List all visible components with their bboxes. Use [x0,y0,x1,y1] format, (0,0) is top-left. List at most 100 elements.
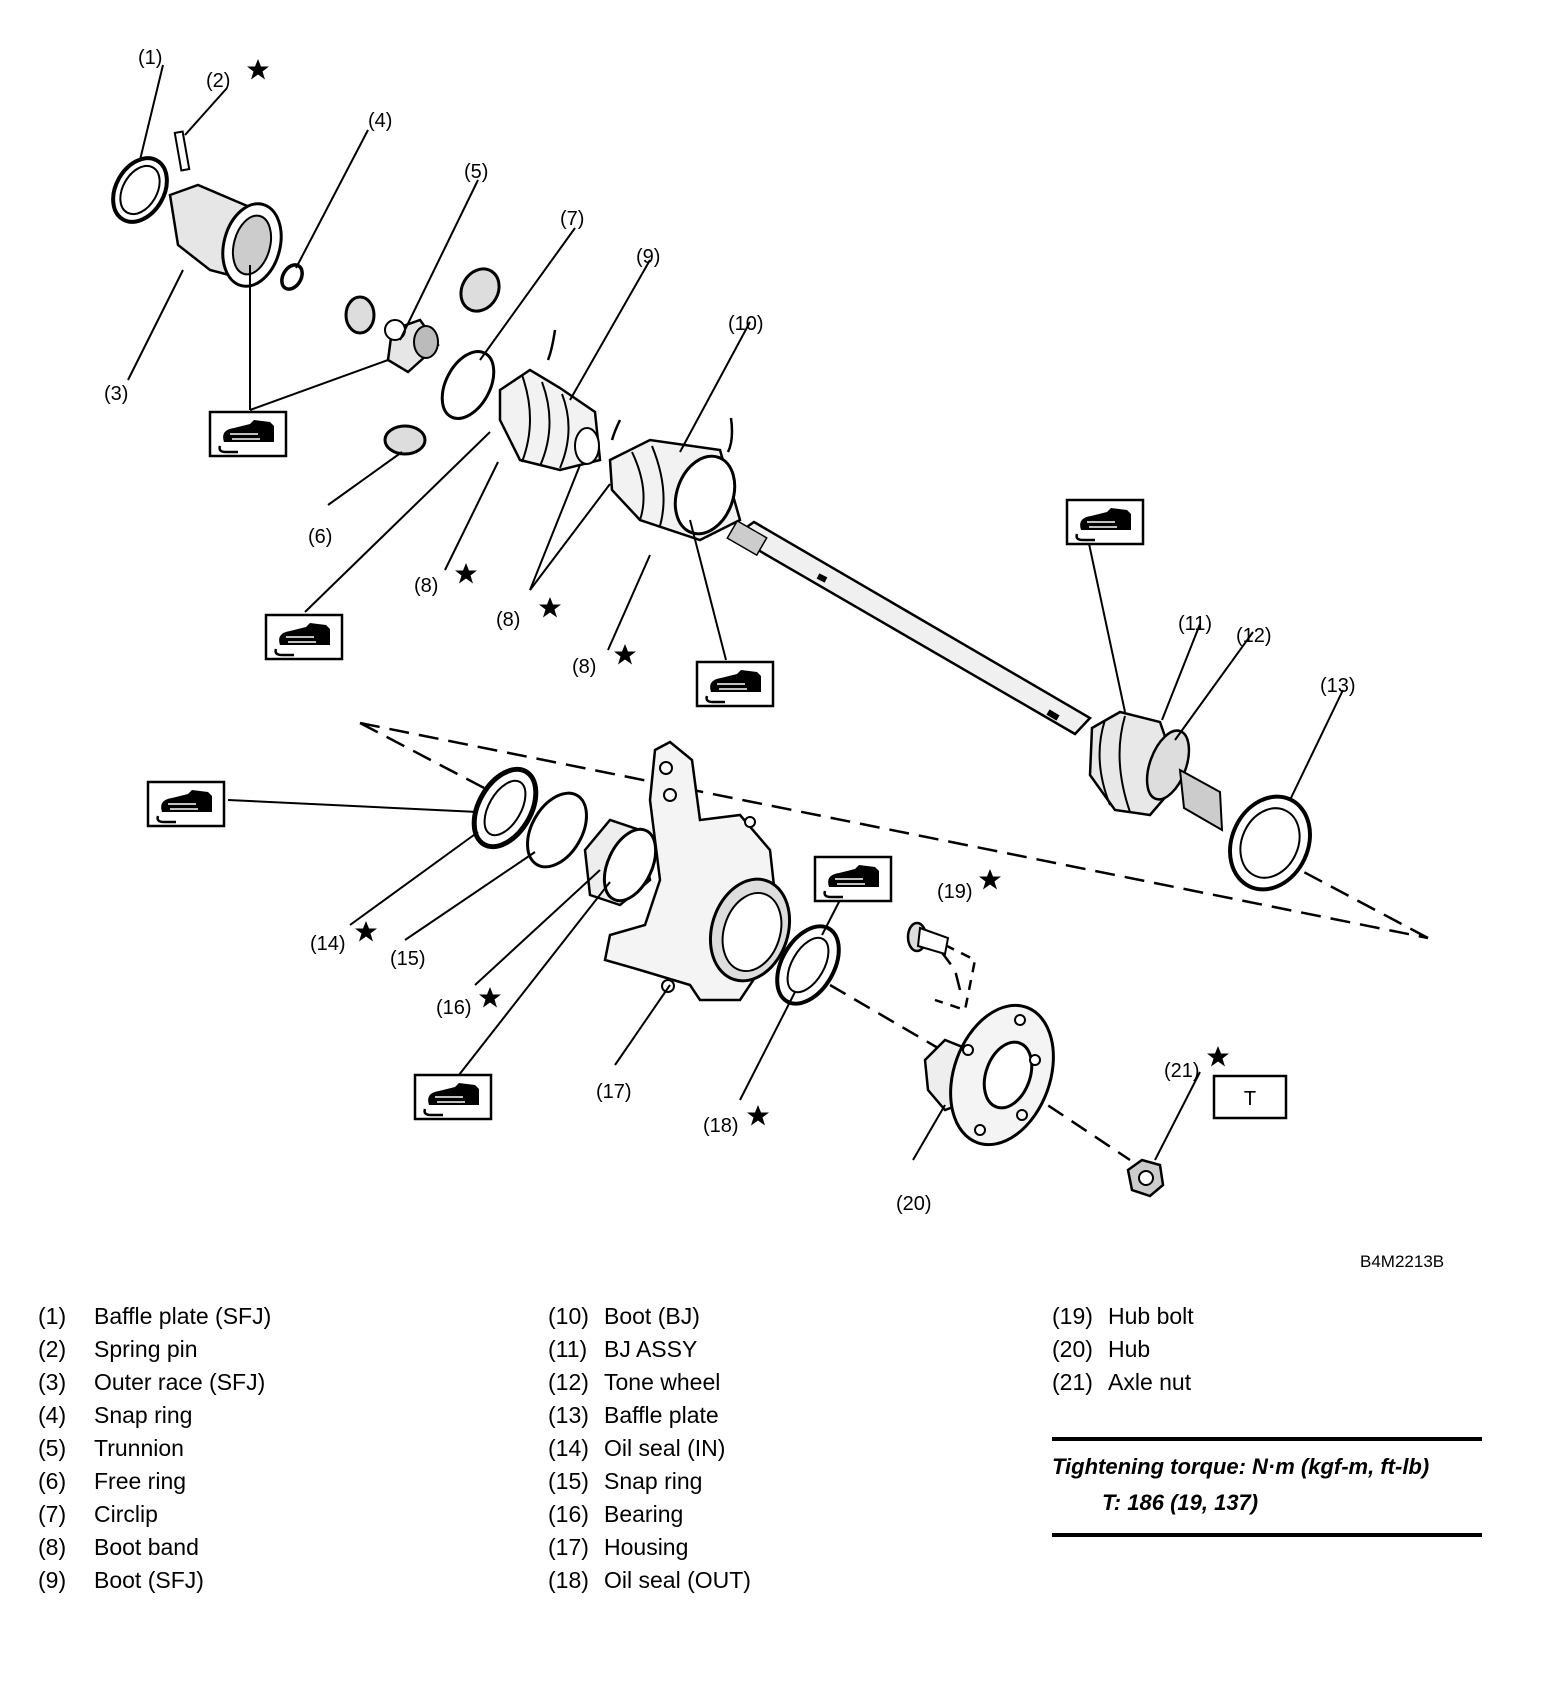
legend-number: (14) [548,1435,589,1461]
legend-label: Outer race (SFJ) [94,1369,266,1395]
alignment-line [359,721,1429,940]
circlip [440,350,496,420]
legend-label: Baffle plate (SFJ) [94,1303,272,1329]
star-icon [747,1105,769,1126]
legend-item: (17) Housing [548,1531,751,1564]
callout-1: (1) [138,47,162,69]
star-icon [455,563,477,584]
legend-number: (9) [38,1567,67,1593]
grease-icon [208,410,288,458]
callout-2: (2) [206,70,230,92]
legend-item: (20) Hub [1052,1333,1194,1366]
grease-icon [146,780,226,828]
legend-item: (15) Snap ring [548,1465,751,1498]
snap-ring-15 [526,791,588,869]
legend-item: (21)Axle nut [1052,1366,1194,1399]
legend-label: Baffle plate [604,1402,719,1428]
callout-16: (16) [436,997,472,1019]
legend-number: (3) [38,1369,67,1395]
legend-number: (17) [548,1534,589,1560]
axle-nut [1126,1158,1165,1198]
legend-number: (5) [38,1435,67,1461]
callout-10: (10) [728,313,764,335]
legend-number: (10) [548,1303,589,1329]
legend-number: (4) [38,1402,67,1428]
callout-8a: (8) [414,575,438,597]
callout-5: (5) [464,161,488,183]
bolt-axis-line [934,943,977,1012]
legend-label: Oil seal (IN) [604,1435,726,1461]
legend-label: Snap ring [604,1468,703,1494]
callout-8b: (8) [496,609,520,631]
legend-column-1: (1) Baffle plate (SFJ) (2) Spring pin (3) O… [38,1300,271,1597]
legend-label: Boot (BJ) [604,1303,700,1329]
hub-bolt [906,921,950,956]
legend-item: (1) Baffle plate (SFJ) [38,1300,271,1333]
spring-pin [173,130,191,172]
legend-label: BJ ASSY [604,1336,698,1362]
legend-label: Circlip [94,1501,158,1527]
legend-item: (10) Boot (BJ) [548,1300,751,1333]
boot-band [546,329,734,453]
bearing [583,818,658,907]
legend-number: (20) [1052,1336,1093,1362]
callout-20: (20) [896,1193,932,1215]
legend-item: (7) Circlip [38,1498,271,1531]
boot-sfj [498,368,602,472]
star-icon [1207,1046,1229,1067]
oil-seal-in [471,766,539,850]
torque-box-label: T [1244,1088,1256,1110]
housing [603,740,792,1002]
callout-19: (19) [937,881,973,903]
legend-label: Hub [1108,1336,1151,1362]
star-icon [539,597,561,618]
legend-label: Spring pin [94,1336,198,1362]
legend-number: (15) [548,1468,589,1494]
snap-ring [280,263,304,291]
star-icon [979,869,1001,890]
legend-label: Boot band [94,1534,199,1560]
legend-item: (5)Trunnion [38,1432,271,1465]
legend-item: (16) Bearing [548,1498,751,1531]
legend-label: Boot (SFJ) [94,1567,204,1593]
legend-number: (13) [548,1402,589,1428]
free-ring [383,424,427,456]
legend-label: Housing [604,1534,689,1560]
drive-shaft [726,519,1092,736]
legend-number: (2) [38,1336,67,1362]
legend-number: (12) [548,1369,589,1395]
legend-column-2: (10)Boot (BJ) (11)BJ ASSY (12)Tone wheel… [548,1300,751,1597]
tightening-torque-note: Tightening torque: N·m (kgf-m, ft-lb) T:… [1052,1437,1482,1537]
callout-4: (4) [368,110,392,132]
grease-icon [1065,498,1145,546]
callout-11: (11) [1178,613,1212,635]
legend-label: Bearing [604,1501,684,1527]
torque-box [1212,1074,1288,1120]
torque-value: T: 186 (19, 137) [1102,1490,1259,1515]
figure-code: B4M2213B [1360,1252,1445,1271]
callout-13: (13) [1320,675,1356,697]
legend-item: (8)Boot band [38,1531,271,1564]
star-icon [355,921,377,942]
trunnion [344,267,501,374]
exploded-axle-diagram: T (1) (2) (3) (4) (5) (6) (7) (8) (8) (8… [104,47,1429,1215]
callout-17: (17) [596,1081,632,1103]
legend-number: (1) [38,1303,67,1329]
baffle-plate-sfj [111,156,169,224]
grease-icon [413,1073,493,1121]
legend-label: Hub bolt [1108,1303,1194,1329]
callout-9: (9) [636,246,660,268]
callout-3: (3) [104,383,128,405]
legend-item: (2) Spring pin [38,1333,271,1366]
baffle-plate [1228,794,1312,892]
legend-label: Snap ring [94,1402,193,1428]
legend-number: (21) [1052,1369,1093,1395]
star-icon [479,987,501,1008]
grease-icon [813,855,893,903]
boot-bj [608,438,742,542]
legend-number: (7) [38,1501,67,1527]
legend-number: (16) [548,1501,589,1527]
legend-item: (3) Outer race (SFJ) [38,1366,271,1399]
leader-lines [127,64,1344,1161]
tone-wheel [1145,729,1224,832]
